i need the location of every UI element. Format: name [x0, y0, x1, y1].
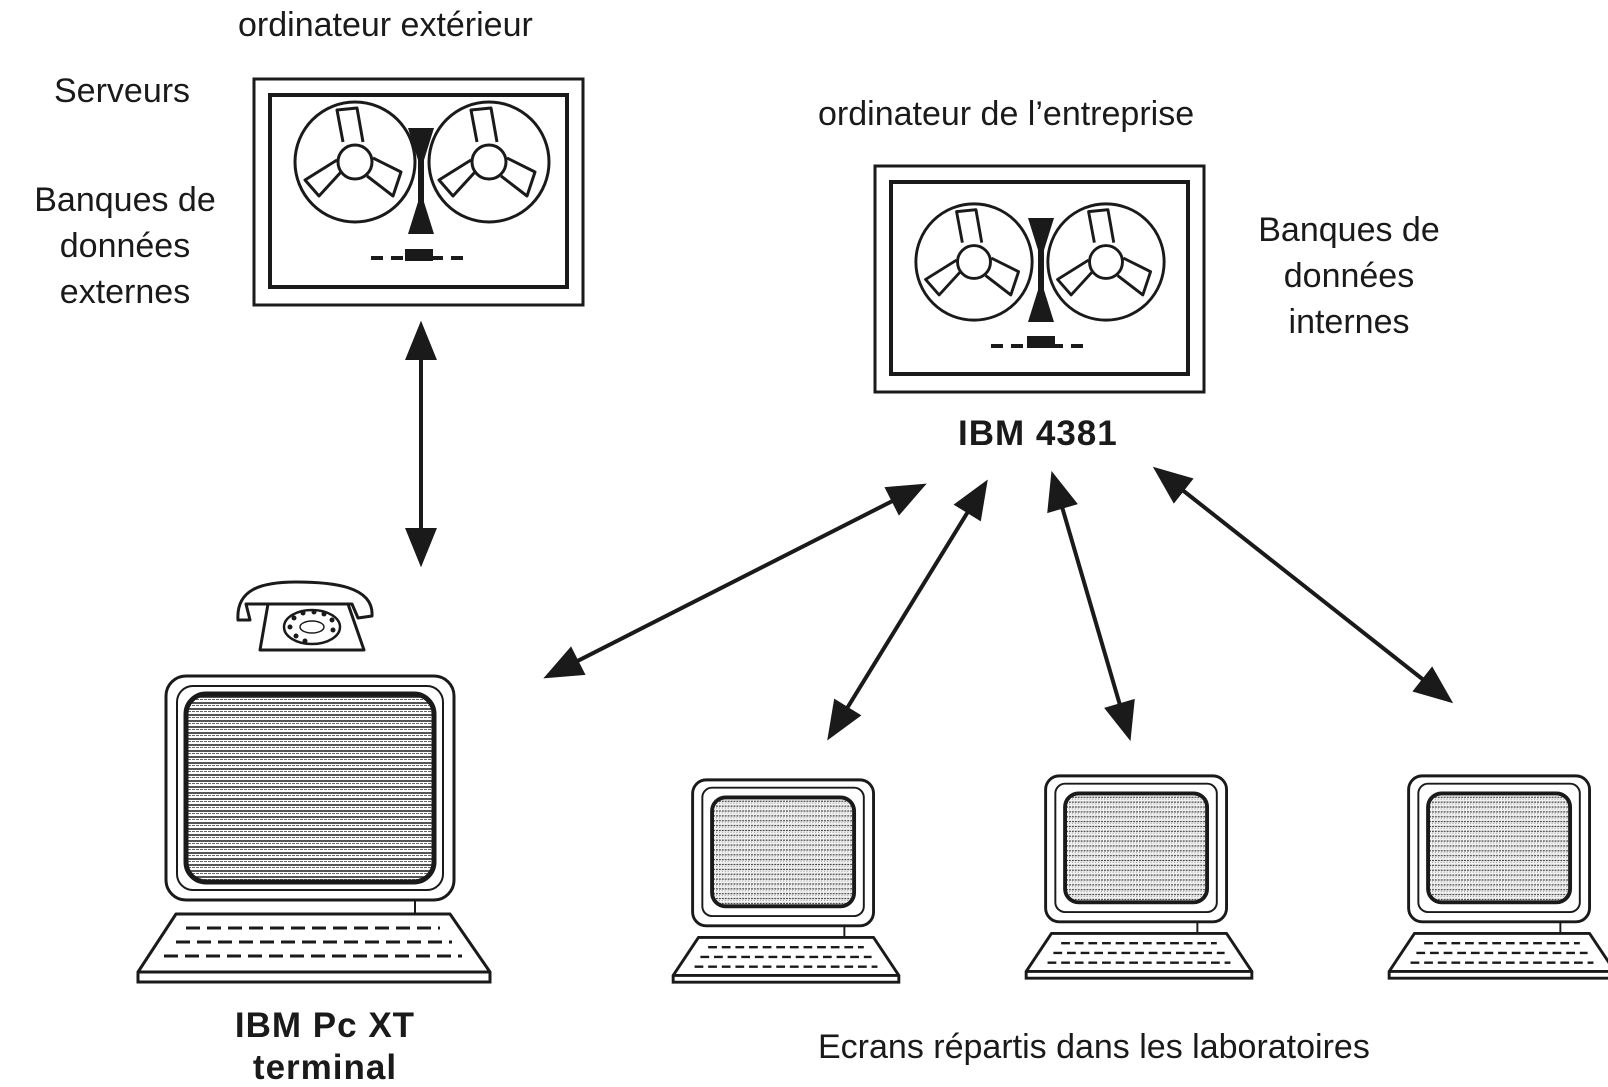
servers-label: Serveurs	[54, 72, 191, 110]
arrowhead	[953, 479, 988, 522]
arrow-shaft	[564, 493, 906, 669]
internal-db-line-1: Banques de	[1258, 211, 1440, 249]
arrowhead	[405, 320, 437, 360]
internal-db-line-3: internes	[1288, 303, 1410, 341]
double-arrow-icon	[1152, 466, 1454, 704]
arrow-shaft	[838, 499, 977, 721]
lab-screen-2	[1026, 776, 1252, 978]
double-arrow-icon	[543, 483, 927, 679]
arrowhead	[884, 483, 927, 516]
telephone-icon	[236, 580, 374, 652]
mainframe-label: IBM 4381	[958, 414, 1118, 453]
monitor-icon	[164, 674, 456, 902]
lab-screens-label: Ecrans répartis dans les laboratoires	[818, 1028, 1370, 1066]
mainframe-tape-unit	[873, 164, 1206, 394]
external-db-line-3: externes	[59, 273, 191, 311]
company-computer-label: ordinateur de l’entreprise	[818, 95, 1195, 133]
external-db-label: Banques de données externes	[16, 177, 234, 315]
arrowhead	[1412, 666, 1454, 704]
double-arrow-icon	[1047, 470, 1135, 742]
arrowhead	[827, 698, 862, 741]
external-db-line-2: données	[59, 227, 191, 265]
external-server-tape-unit	[252, 77, 585, 307]
pc-role-label: terminal	[252, 1048, 398, 1087]
arrowhead	[543, 646, 586, 679]
external-db-line-1: Banques de	[34, 181, 216, 219]
arrowhead	[1152, 466, 1194, 504]
double-arrow-icon	[405, 320, 437, 568]
arrowhead	[405, 528, 437, 568]
arrow-shaft	[1171, 480, 1435, 690]
double-arrow-icon	[827, 479, 988, 741]
internal-db-label: Banques de données internes	[1238, 207, 1460, 345]
pc-xt-terminal	[136, 674, 492, 984]
external-computer-label: ordinateur extérieur	[238, 6, 533, 44]
lab-screen-3	[1389, 776, 1608, 978]
pc-model-label: IBM Pc XT	[234, 1006, 416, 1045]
lab-screen-1	[673, 780, 899, 982]
arrow-shaft	[1056, 494, 1126, 718]
arrowhead	[1047, 470, 1078, 514]
keyboard-icon	[136, 912, 492, 984]
internal-db-line-2: données	[1283, 257, 1415, 295]
arrowhead	[1104, 698, 1135, 742]
